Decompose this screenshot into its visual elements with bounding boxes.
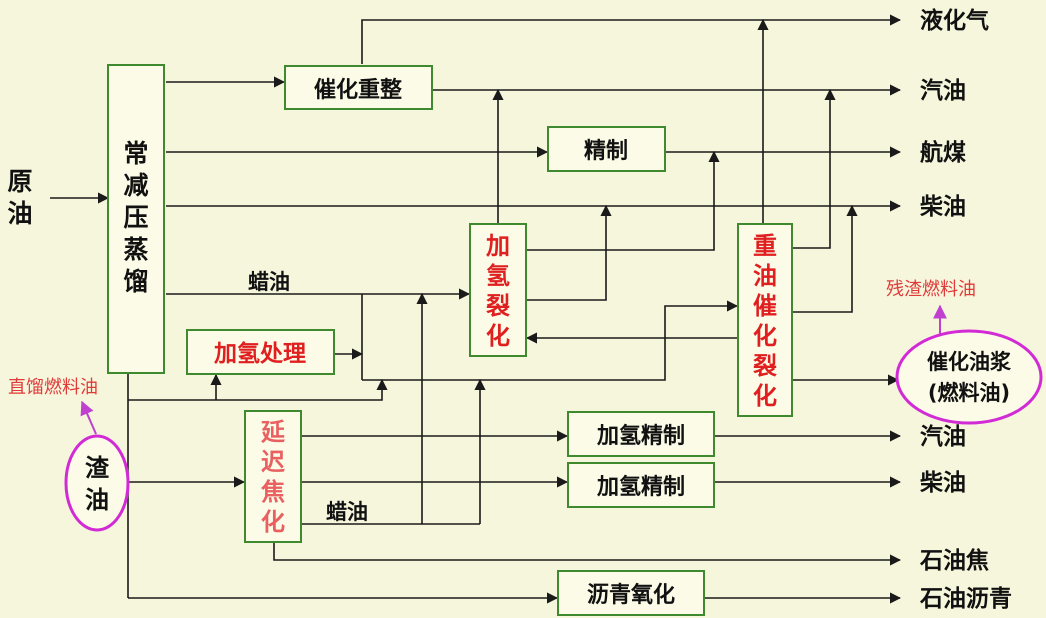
pointer-straight-run (80, 400, 97, 435)
output-coke: 石油焦 (919, 547, 989, 574)
unit-hydrorefine-2: 加氢精制 (567, 462, 715, 508)
unit-fcc-label: 重油催化裂化 (753, 232, 777, 410)
unit-distill: 常减压蒸馏 (107, 64, 165, 374)
unit-reform-label: 催化重整 (314, 77, 402, 103)
unit-fcc: 重油催化裂化 (737, 223, 793, 417)
label-wax-1: 蜡油 (248, 270, 290, 294)
unit-hydrotreat: 加氢处理 (186, 329, 335, 375)
line-residue-collector (128, 378, 388, 401)
line-coke (273, 542, 902, 566)
unit-hydrorefine-1-label: 加氢精制 (596, 423, 685, 449)
unit-coking: 延迟焦化 (244, 410, 302, 543)
input-crude-label: 原油 (7, 167, 32, 228)
unit-hydrorefine-2-label: 加氢精制 (596, 474, 685, 500)
output-slurry-line2: (燃料油) (928, 381, 1010, 405)
residue-label: 渣油 (85, 454, 110, 514)
output-lpg: 液化气 (920, 7, 989, 34)
output-jet: 航煤 (920, 139, 966, 166)
output-diesel-1: 柴油 (919, 194, 966, 220)
output-slurry-line1: 催化油浆 (927, 350, 1012, 374)
residue-node: 渣油 (64, 434, 130, 532)
line-fcc-gasoline (793, 88, 836, 249)
unit-asphalt-label: 沥青氧化 (587, 582, 675, 608)
output-gasoline-1: 汽油 (920, 77, 966, 104)
label-residual-fuel: 残渣燃料油 (886, 279, 976, 300)
slurry-node: 催化油浆 (燃料油) (895, 329, 1043, 425)
line-hc-jet (527, 150, 720, 251)
flow-lines (50, 14, 947, 604)
unit-refine-label: 精制 (584, 138, 628, 164)
line-lpg (361, 14, 902, 64)
output-gasoline-2: 汽油 (920, 423, 966, 450)
unit-hydrotreat-label: 加氢处理 (213, 340, 306, 367)
unit-refine: 精制 (547, 126, 666, 172)
unit-coking-label: 延迟焦化 (260, 418, 286, 536)
line-to-fcc (362, 300, 739, 381)
label-wax-2: 蜡油 (326, 500, 368, 524)
unit-hydrorefine-1: 加氢精制 (567, 411, 715, 457)
label-straight-run-fuel: 直馏燃料油 (8, 377, 98, 398)
unit-distill-label: 常减压蒸馏 (123, 139, 148, 296)
unit-hydrocrack-label: 加氢裂化 (486, 232, 510, 350)
output-asphalt: 石油沥青 (919, 586, 1012, 612)
unit-asphalt: 沥青氧化 (557, 570, 705, 616)
line-fcc-diesel (793, 204, 858, 313)
unit-reform: 催化重整 (284, 65, 433, 110)
unit-hydrocrack: 加氢裂化 (469, 223, 527, 357)
output-diesel-2: 柴油 (919, 470, 966, 496)
line-hc-diesel (527, 204, 612, 301)
